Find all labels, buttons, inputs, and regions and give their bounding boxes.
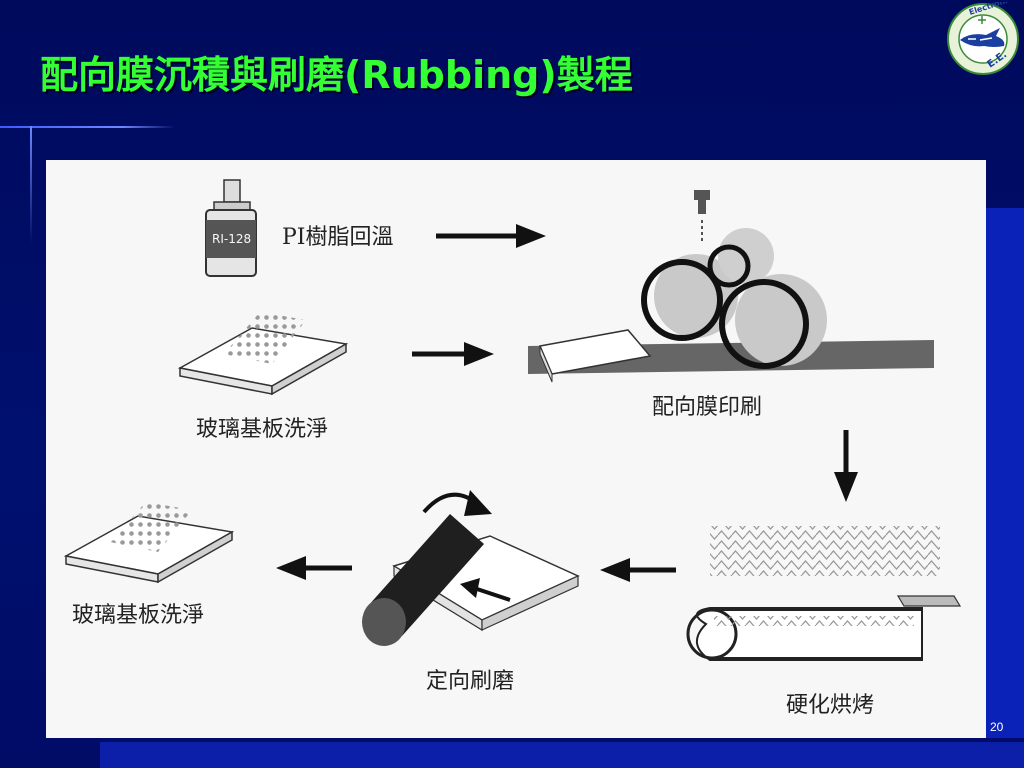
label-alignment-print: 配向膜印刷 — [652, 395, 762, 420]
label-orient-rub: 定向刷磨 — [426, 669, 514, 694]
arrow-right-icon — [436, 224, 546, 248]
department-logo: Electronic E.E. — [946, 0, 1020, 76]
bottle-label: RI-128 — [212, 232, 251, 246]
glass-substrate-icon — [63, 502, 235, 584]
rubbing-roller-icon — [362, 490, 580, 646]
decorative-line-vertical — [30, 126, 32, 244]
label-glass-clean-top: 玻璃基板洗淨 — [196, 417, 328, 442]
decorative-bar-right — [986, 208, 1024, 738]
decorative-line-horizontal — [0, 126, 175, 128]
pi-resin-bottle-icon: RI-128 — [205, 179, 257, 277]
arrow-down-icon — [834, 430, 858, 502]
logo-emblem-icon: Electronic E.E. — [947, 0, 1019, 75]
arrow-left-icon — [276, 556, 352, 580]
slide-title: 配向膜沉積與刷磨(Rubbing)製程 — [40, 53, 633, 97]
arrow-left-icon — [600, 558, 676, 582]
process-diagram: RI-128 PI樹脂回溫 玻璃基板洗淨 — [46, 160, 986, 738]
curing-oven-icon — [686, 526, 962, 661]
glass-substrate-icon — [177, 312, 349, 396]
page-number: 20 — [990, 720, 1004, 734]
label-hard-bake: 硬化烘烤 — [786, 693, 874, 718]
label-pi-resin: PI樹脂回溫 — [282, 225, 394, 250]
label-glass-clean-bottom: 玻璃基板洗淨 — [72, 603, 204, 628]
arrow-right-icon — [412, 342, 494, 366]
decorative-bar-bottom — [100, 742, 1024, 768]
printing-rollers-icon — [528, 190, 934, 383]
